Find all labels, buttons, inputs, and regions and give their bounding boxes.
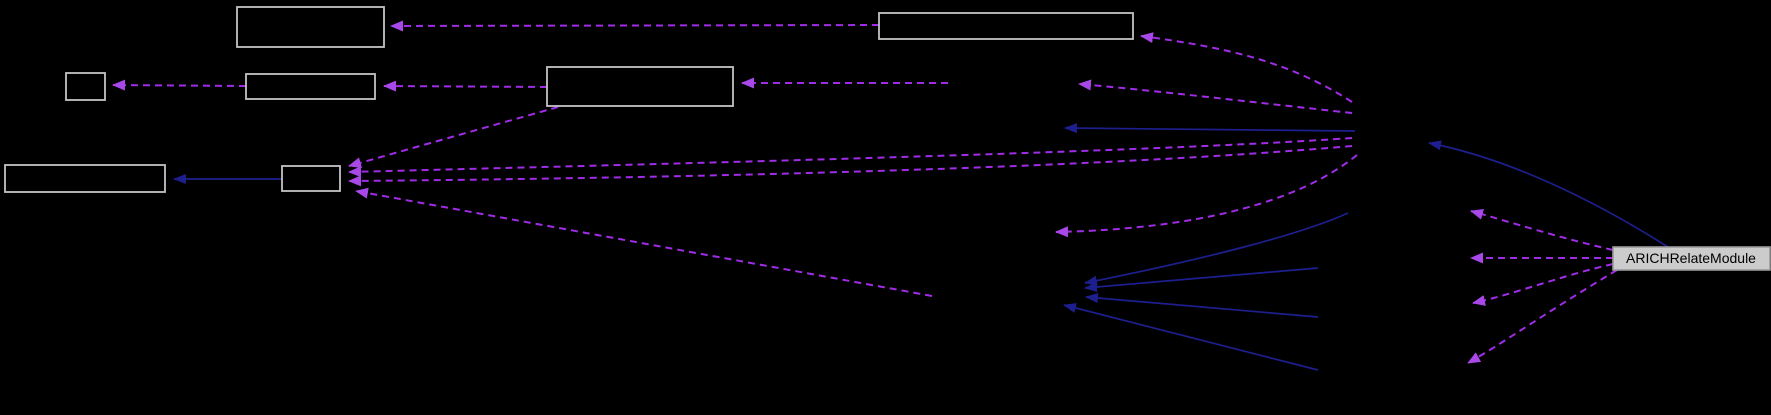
usage-edge-highlight-to-hidden-3 [1472, 263, 1614, 306]
inherit-edge-hub-to-hidden [1064, 123, 1356, 134]
class-node-small-left[interactable] [65, 72, 106, 101]
inherit-edge-hidden-r1-to-l1 [1084, 212, 1349, 286]
class-node-top-center[interactable] [878, 12, 1134, 40]
usage-edge-hub-to-bottomsmall-1 [348, 137, 1353, 178]
inherit-edge-hidden-r2-to-l1 [1084, 267, 1319, 292]
nodes-layer [4, 6, 1134, 193]
usage-edge-highlight-to-hidden-1 [1470, 208, 1614, 251]
class-node-bottom-left[interactable] [4, 164, 166, 193]
highlight-node: ARICHRelateModule [1612, 246, 1771, 271]
usage-edge-hub-to-topcenter [1140, 32, 1353, 103]
edges-layer [112, 20, 1669, 371]
usage-edge-midleft-to-smallleft [112, 79, 247, 91]
highlight-node-label: ARICHRelateModule [1626, 250, 1756, 266]
usage-edge-hub-to-hidden-upper [1078, 79, 1353, 114]
usage-edge-highlight-to-hidden-4 [1467, 269, 1618, 364]
usage-edge-hub-to-bottomsmall-2 [348, 145, 1353, 187]
inherit-edge-hidden-r4-to-l3 [1063, 303, 1319, 371]
class-node-bottom-small[interactable] [281, 165, 341, 192]
usage-edge-hub-to-hidden-lower [1055, 154, 1358, 238]
inherit-edge-highlight-to-hub [1428, 140, 1669, 248]
class-node-center[interactable] [546, 66, 734, 107]
usage-edge-center-to-bottomsmall [348, 106, 559, 169]
usage-edge-topcenter-to-topleft [390, 20, 880, 32]
class-node-top-left[interactable] [236, 6, 385, 48]
inherit-edge-hidden-r3-to-l2 [1085, 293, 1319, 318]
class-node-mid-left[interactable] [245, 73, 376, 100]
usage-edge-hidden-to-bottomsmall [355, 187, 933, 297]
usage-edge-center-to-midleft [383, 80, 548, 92]
highlight-node-box [1612, 246, 1771, 271]
